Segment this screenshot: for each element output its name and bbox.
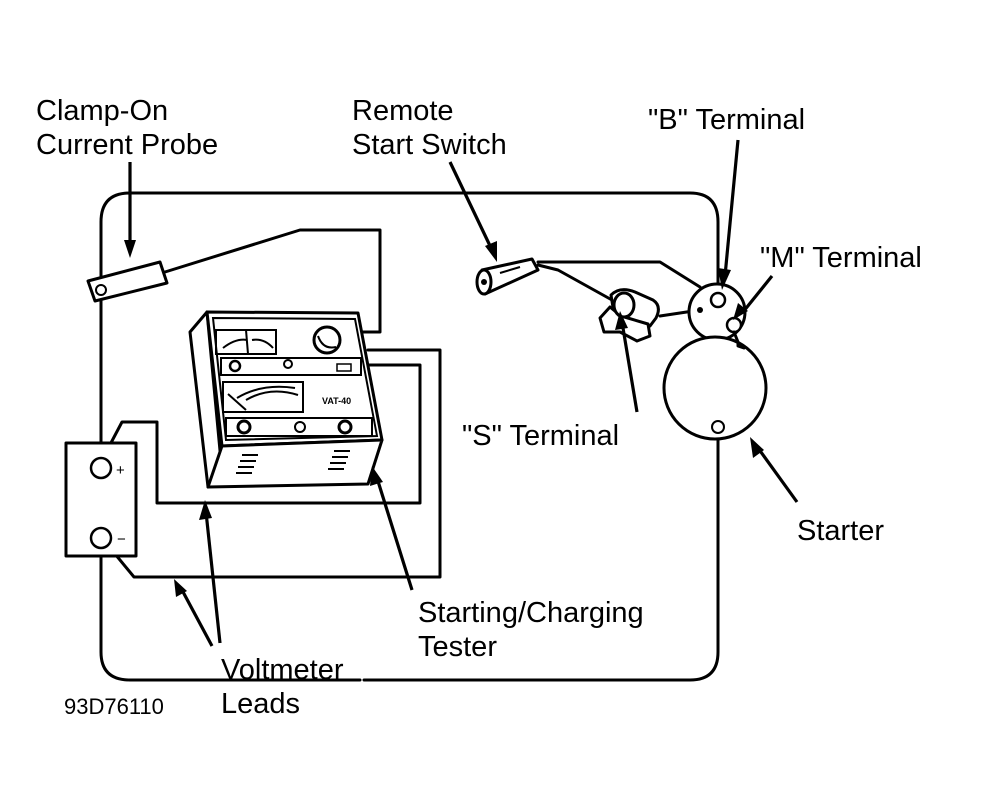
main-meter [222, 381, 304, 413]
remote-switch-wire-s [536, 263, 614, 302]
label-tester-line2: Tester [418, 631, 497, 663]
tester-model-label: VAT-40 [322, 396, 351, 406]
remote-switch-wire-b [536, 260, 702, 289]
battery-ground-cable [99, 548, 362, 682]
label-b-terminal: "B" Terminal [648, 104, 805, 136]
starter-assembly [662, 282, 768, 441]
label-m-terminal: "M" Terminal [760, 242, 922, 274]
battery-positive-sign: + [116, 462, 125, 479]
clamp-on-current-probe [86, 228, 382, 334]
label-clamp-probe-line2: Current Probe [36, 129, 218, 161]
battery-positive-post [89, 456, 113, 480]
label-voltmeter-leads-line1: Voltmeter [221, 654, 344, 686]
label-clamp-probe-line1: Clamp-On [36, 95, 168, 127]
label-tester-line1: Starting/Charging [418, 597, 644, 629]
label-remote-switch-line2: Start Switch [352, 129, 507, 161]
remote-start-switch [475, 257, 702, 302]
battery-negative-post [89, 526, 113, 550]
voltmeter-lead-positive [101, 363, 422, 505]
figure-code: 93D76110 [64, 694, 164, 719]
starter-ground-post [711, 420, 725, 434]
solenoid-s-terminal [598, 288, 702, 343]
label-s-terminal: "S" Terminal [462, 420, 619, 452]
control-knob [312, 325, 342, 355]
starting-charging-tester: VAT-40 [188, 310, 384, 489]
starter-motor [662, 335, 768, 441]
starter-ground-cable [362, 428, 720, 682]
b-terminal [709, 291, 727, 309]
voltmeter-lead-negative [104, 348, 442, 579]
battery-positive-cable [99, 191, 720, 457]
label-remote-switch-line1: Remote [352, 95, 454, 127]
battery-negative-sign: − [117, 531, 126, 548]
m-terminal [725, 316, 743, 334]
label-voltmeter-leads-line2: Leads [221, 688, 300, 720]
label-starter: Starter [797, 515, 884, 547]
leader-arrows [124, 139, 799, 647]
probe-cable [163, 228, 382, 334]
battery: + − [64, 441, 138, 558]
